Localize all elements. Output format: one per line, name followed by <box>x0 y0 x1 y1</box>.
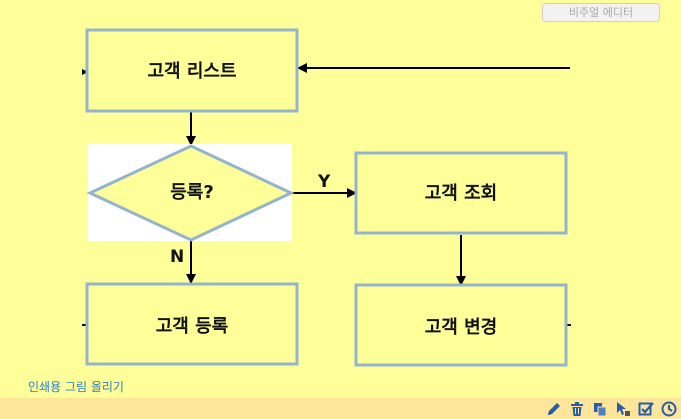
cursor-icon[interactable] <box>615 401 631 417</box>
edge-yes-label: Y <box>317 172 331 192</box>
node-customer-lookup-label: 고객 조회 <box>425 183 498 204</box>
copy-icon[interactable] <box>592 401 608 417</box>
node-customer-lookup: 고객 조회 <box>354 151 568 235</box>
edge-no-label: N <box>170 247 184 267</box>
node-customer-modify-label: 고객 변경 <box>425 317 498 338</box>
diagram-toolbar <box>546 400 677 417</box>
print-image-upload-link[interactable]: 인쇄용 그림 올리기 <box>28 380 124 394</box>
node-is-registered: 등록? <box>86 144 295 242</box>
bottom-toolbar-bar <box>0 398 681 419</box>
node-customer-list: 고객 리스트 <box>85 28 299 113</box>
clock-icon[interactable] <box>661 401 677 417</box>
checkbox-icon[interactable] <box>638 401 654 417</box>
node-customer-register: 고객 등록 <box>85 282 299 366</box>
edge-stub-left-top <box>82 69 88 75</box>
node-is-registered-label: 등록? <box>170 182 214 203</box>
node-customer-list-label: 고객 리스트 <box>147 61 236 82</box>
trash-icon[interactable] <box>569 401 585 417</box>
node-customer-modify: 고객 변경 <box>354 283 568 367</box>
node-customer-register-label: 고객 등록 <box>156 316 229 337</box>
edges <box>82 63 571 326</box>
visual-editor-button[interactable]: 비주얼 에디터 <box>542 3 660 22</box>
pencil-icon[interactable] <box>546 401 562 417</box>
